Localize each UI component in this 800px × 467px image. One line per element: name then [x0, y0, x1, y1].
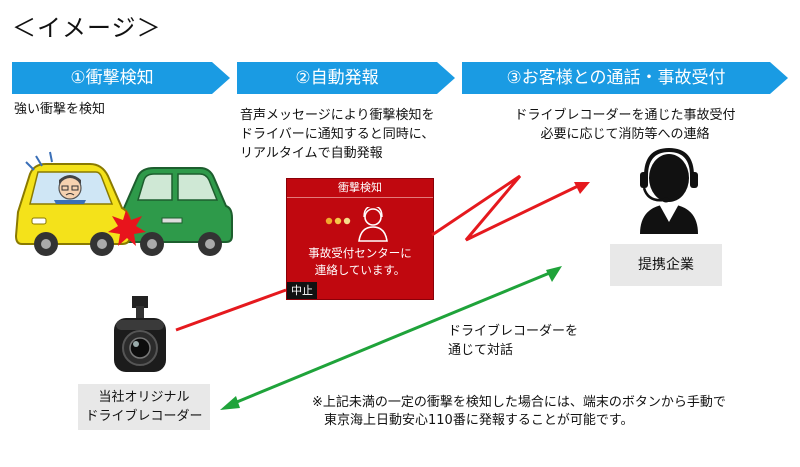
car-collision-icon [14, 151, 233, 256]
page-title: ＜イメージ＞ [12, 14, 162, 42]
step2-line: ドライバーに通知すると同時に、 [240, 127, 435, 142]
step1-description: 強い衝撃を検知 [14, 102, 106, 117]
call-label-line: ドライブレコーダーを [448, 324, 579, 339]
lightning-arrow-icon [431, 174, 579, 242]
accident-alert-popup: 衝撃検知 事故受付センターに 連絡しています。 中止 [286, 178, 434, 300]
step3-line: ドライブレコーダーを通じた事故受付 [514, 108, 736, 123]
operator-headset-icon [640, 147, 698, 234]
operator-alert-icon [325, 207, 388, 242]
call-label-line: 通じて対話 [448, 343, 514, 358]
step-banner-2: ②自動発報 [237, 62, 455, 94]
recorder-label-box: 当社オリジナル ドライブレコーダー [78, 384, 210, 430]
red-arrowhead [574, 182, 590, 194]
red-signal-line [175, 288, 287, 332]
green-arrowhead-right [546, 266, 562, 282]
call-label: ドライブレコーダーを 通じて対話 [448, 322, 578, 360]
step-banner-1: ①衝撃検知 [12, 62, 230, 94]
popup-message-line: 連絡しています。 [314, 263, 406, 277]
step-label-2: ②自動発報 [295, 68, 379, 88]
footnote-line: 東京海上日動安心110番に発報することが可能です。 [324, 413, 634, 428]
popup-message: 事故受付センターに 連絡しています。 [287, 245, 433, 279]
recorder-label-line: 当社オリジナル [98, 390, 190, 405]
stop-button[interactable]: 中止 [287, 282, 317, 299]
footnote: ※上記未満の一定の衝撃を検知した場合には、端末のボタンから手動で 東京海上日動安… [312, 394, 726, 430]
popup-message-line: 事故受付センターに [308, 246, 412, 260]
step3-description: ドライブレコーダーを通じた事故受付 必要に応じて消防等への連絡 [490, 106, 760, 144]
green-call-line [231, 270, 553, 406]
step-label-3: ③お客様との通話・事故受付 [506, 68, 726, 88]
step2-line: 音声メッセージにより衝撃検知を [240, 108, 435, 123]
recorder-label-line: ドライブレコーダー [85, 409, 203, 424]
partner-company-box: 提携企業 [610, 244, 722, 286]
step2-description: 音声メッセージにより衝撃検知を ドライバーに通知すると同時に、 リアルタイムで自… [240, 106, 434, 163]
popup-header: 衝撃検知 [287, 179, 433, 198]
step-arrow-shape [12, 62, 230, 94]
step3-line: 必要に応じて消防等への連絡 [540, 127, 710, 142]
green-arrowhead-left [220, 396, 240, 410]
step2-line: リアルタイムで自動発報 [240, 146, 383, 161]
step-banner-3: ③お客様との通話・事故受付 [462, 62, 788, 94]
step-label-1: ①衝撃検知 [70, 68, 154, 88]
step-arrow-shape [462, 62, 788, 94]
step-arrow-shape [237, 62, 455, 94]
dashcam-icon [114, 296, 166, 372]
footnote-line: ※上記未満の一定の衝撃を検知した場合には、端末のボタンから手動で [312, 395, 726, 410]
